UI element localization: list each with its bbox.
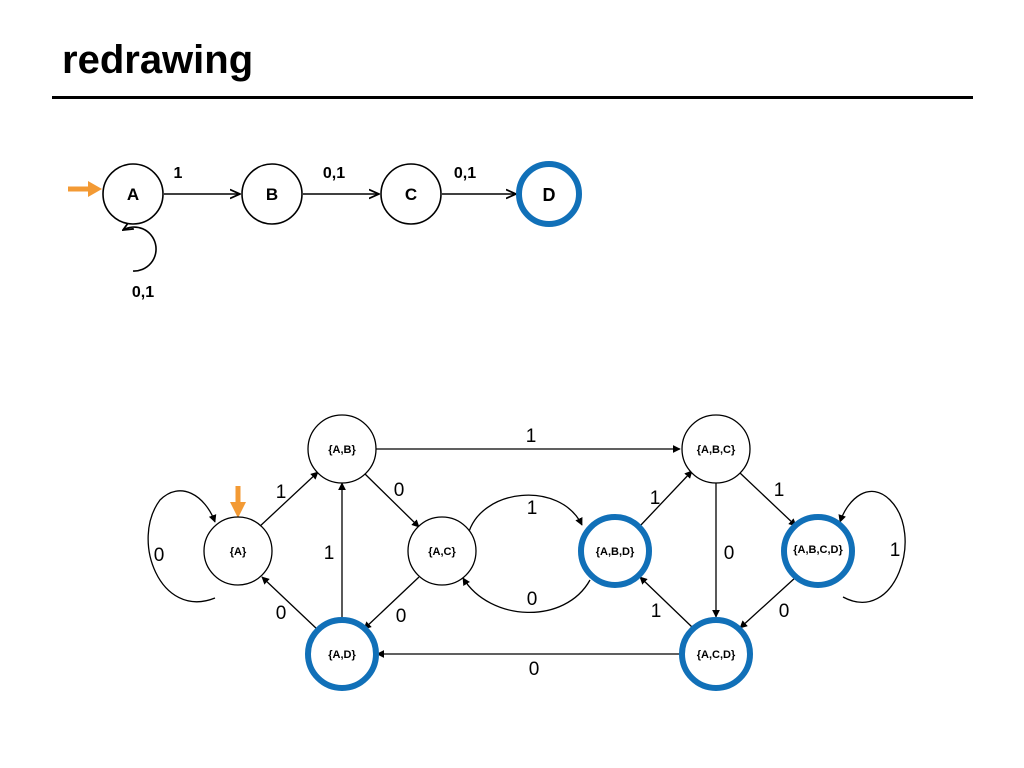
- dfa-edge-label: 1: [526, 426, 537, 447]
- dfa-edge-ABC-ACD: 0: [712, 482, 735, 618]
- dfa-state-A: {A}: [203, 516, 273, 586]
- dfa-edge-label: 1: [276, 482, 287, 503]
- nfa-state-label: A: [127, 185, 139, 204]
- slide-title: redrawing: [62, 38, 254, 82]
- dfa-state-label: {A}: [230, 546, 247, 558]
- dfa-edge-AC-AD: 0: [363, 576, 420, 630]
- dfa-edge-ABCD-ACD: 0: [739, 576, 797, 629]
- dfa-state-label: {A,C}: [428, 546, 456, 558]
- dfa-state-label: {A,D}: [328, 649, 356, 661]
- dfa-edge-ABC-ABCD: 1: [739, 472, 797, 527]
- dfa-edge-label: 0: [394, 480, 405, 501]
- nfa-state-label: B: [266, 185, 278, 204]
- dfa-edge-label: 1: [324, 543, 335, 564]
- dfa-state-label: {A,B,C}: [697, 444, 736, 456]
- dfa-state-label: {A,B,C,D}: [793, 544, 843, 556]
- nfa-state-D: D: [516, 161, 582, 227]
- nfa-edge-label: 0,1: [132, 284, 154, 301]
- dfa-edge-AD-AB: 1: [324, 482, 346, 620]
- dfa-edge-label: 1: [651, 601, 662, 622]
- dfa-edge-label: 1: [650, 488, 661, 509]
- nfa-state-C: C: [380, 163, 442, 225]
- dfa-state-label: {A,B,D}: [596, 546, 635, 558]
- dfa-edge-AB-ABC: 1: [375, 426, 681, 453]
- dfa-edge-ACD-ABD: 1: [639, 576, 693, 628]
- nfa-state-label: C: [405, 185, 417, 204]
- nfa-edge-label: 1: [174, 165, 183, 182]
- nfa-state-A: A: [102, 163, 164, 225]
- dfa-state-label: {A,C,D}: [697, 649, 736, 661]
- dfa-edge-label: 0: [724, 543, 735, 564]
- dfa-state-label: {A,B}: [328, 444, 356, 456]
- nfa-edge-label: 0,1: [323, 165, 345, 182]
- dfa-state-ABD: {A,B,D}: [578, 514, 652, 588]
- dfa-edge-ABD-AC: 0: [462, 577, 591, 614]
- dfa-edge-A-A: 0: [147, 490, 217, 603]
- dfa-state-AD: {A,D}: [305, 617, 379, 691]
- dfa-edge-A-AB: 1: [257, 471, 319, 529]
- nfa-start-arrow-icon: [68, 181, 102, 197]
- dfa-edge-label: 1: [890, 540, 901, 561]
- dfa-edge-ACD-AD: 0: [376, 650, 680, 680]
- nfa-edge-A-B: 1: [164, 165, 240, 194]
- nfa-diagram: 1 0,1 0,1 0,1 A B C D: [68, 161, 582, 301]
- dfa-state-ACD: {A,C,D}: [679, 617, 753, 691]
- nfa-state-label: D: [543, 185, 556, 205]
- dfa-state-AB: {A,B}: [307, 414, 377, 484]
- dfa-start-arrow-icon: [230, 486, 246, 518]
- nfa-edge-A-A: 0,1: [123, 227, 157, 301]
- dfa-edge-AD-A: 0: [261, 576, 319, 631]
- dfa-state-ABCD: {A,B,C,D}: [781, 514, 855, 588]
- nfa-edge-B-C: 0,1: [303, 165, 379, 194]
- nfa-edge-C-D: 0,1: [442, 165, 516, 194]
- dfa-edge-label: 0: [529, 659, 540, 680]
- dfa-edge-AC-ABD: 1: [467, 494, 583, 536]
- dfa-state-AC: {A,C}: [407, 516, 477, 586]
- nfa-edge-label: 0,1: [454, 165, 476, 182]
- nfa-state-B: B: [241, 163, 303, 225]
- dfa-state-ABC: {A,B,C}: [681, 414, 751, 484]
- dfa-edge-label: 0: [779, 601, 790, 622]
- dfa-edge-label: 0: [276, 603, 287, 624]
- dfa-edge-AB-AC: 0: [363, 472, 420, 528]
- dfa-edge-label: 0: [527, 589, 538, 610]
- dfa-edge-ABD-ABC: 1: [639, 470, 693, 527]
- dfa-diagram: 0 1 0 1 0 1 0: [147, 414, 906, 691]
- dfa-edge-label: 1: [774, 480, 785, 501]
- dfa-edge-label: 1: [527, 498, 538, 519]
- dfa-edge-label: 0: [154, 545, 165, 566]
- dfa-edge-label: 0: [396, 606, 407, 627]
- dfa-edge-ABCD-ABCD: 1: [838, 490, 906, 603]
- title-rule: [52, 96, 973, 99]
